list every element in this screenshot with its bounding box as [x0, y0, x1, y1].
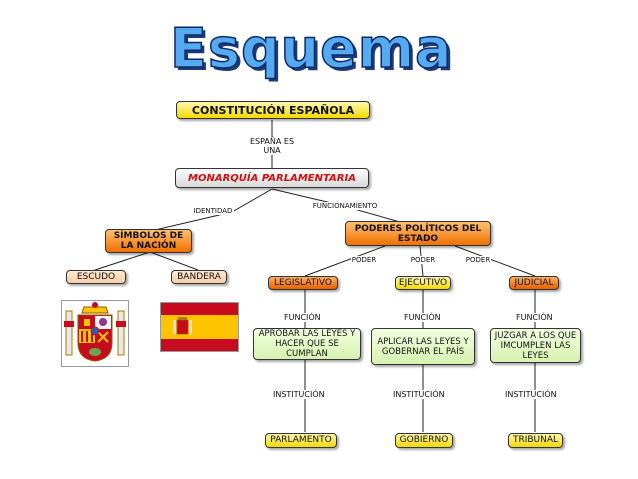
node-funcion-legislativo: APROBAR LAS LEYES Y HACER QUE SE CUMPLAN [253, 328, 361, 360]
label-funcion-2: FUNCIÓN [404, 313, 441, 322]
label-institucion-1: INSTITUCIÓN [273, 390, 325, 399]
label-funcion-3: FUNCIÓN [516, 313, 553, 322]
node-monarquia: MONARQUÍA PARLAMENTARIA [175, 168, 369, 188]
label-poder-3: PODER [465, 256, 491, 264]
node-tribunal: TRIBUNAL [508, 433, 563, 448]
node-ejecutivo: EJECUTIVO [395, 276, 451, 290]
coat-of-arms-image [61, 300, 129, 367]
node-escudo: ESCUDO [66, 270, 126, 284]
node-judicial: JUDICIAL [509, 276, 559, 290]
node-parlamento: PARLAMENTO [265, 433, 337, 448]
label-identidad: IDENTIDAD [192, 207, 234, 215]
label-funcionamiento: FUNCIONAMIENTO [312, 202, 378, 210]
label-espana-es-una: ESPAÑA ES UNA [248, 137, 296, 155]
label-funcion-1: FUNCIÓN [284, 313, 321, 322]
node-gobierno: GOBIERNO [395, 433, 453, 448]
label-institucion-3: INSTITUCIÓN [505, 390, 557, 399]
node-simbolos: SÍMBOLOS DE LA NACIÓN [105, 229, 192, 253]
node-funcion-ejecutivo: APLICAR LAS LEYES Y GOBERNAR EL PAÍS [371, 328, 475, 365]
node-poderes: PODERES POLÍTICOS DEL ESTADO [345, 221, 491, 246]
node-bandera: BANDERA [171, 270, 227, 284]
page-title: Esquema [169, 17, 453, 80]
node-legislativo: LEGISLATIVO [268, 276, 338, 290]
label-institucion-2: INSTITUCIÓN [393, 390, 445, 399]
node-funcion-judicial: JUZGAR A LOS QUE IMCUMPLEN LAS LEYES [490, 328, 581, 363]
label-poder-1: PODER [351, 256, 377, 264]
spain-flag-image [160, 302, 239, 352]
label-poder-2: PODER [410, 256, 436, 264]
node-constitucion: CONSTITUCIÓN ESPAÑOLA [176, 101, 370, 119]
